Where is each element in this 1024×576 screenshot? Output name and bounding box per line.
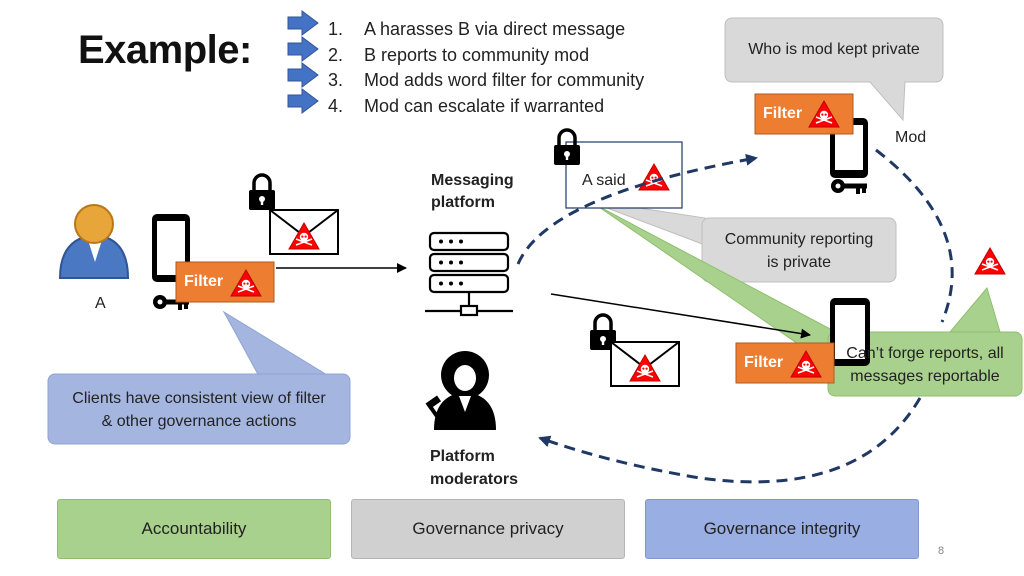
callout-line: Can’t forge reports, all: [846, 345, 1004, 362]
callout-consistent-view: [47, 310, 351, 445]
callout-cant-forge: [595, 204, 1023, 397]
server-icon: [425, 231, 513, 317]
callout-line: is private: [766, 254, 832, 271]
step-number: 1.: [328, 19, 344, 40]
mod-escalate-dash-top: [875, 148, 954, 323]
step-number: 2.: [328, 44, 344, 65]
filter-label: Filter: [184, 273, 224, 290]
message-arrow-to-b: [550, 293, 811, 339]
key-icon: [831, 179, 867, 194]
callout-line: & other governance actions: [101, 413, 297, 430]
step-text: Mod adds word filter for community: [364, 70, 645, 91]
a-said-label: A said: [582, 172, 626, 189]
step-text: Mod can escalate if warranted: [364, 95, 605, 116]
step-item: 3. Mod adds word filter for community: [328, 68, 644, 94]
report-box: [565, 141, 683, 209]
label-line: Messaging: [431, 172, 514, 189]
user-icon: [58, 204, 130, 279]
step-arrows: [287, 10, 319, 114]
slide-title: Example:: [78, 28, 252, 72]
arrow-right-icon: [287, 62, 319, 88]
callout-line: Community reporting: [724, 231, 874, 248]
escalate-to-platform-dash: [538, 397, 922, 484]
judge-icon: [425, 351, 496, 430]
callout-cant-forge-text: Can’t forge reports, all messages report…: [828, 342, 1022, 388]
step-item: 2. B reports to community mod: [328, 43, 644, 69]
label-line: platform: [431, 194, 495, 211]
step-number: 3.: [328, 70, 344, 91]
arrow-right-icon: [287, 88, 319, 114]
user-a-label: A: [95, 295, 106, 312]
step-item: 1. A harasses B via direct message: [328, 17, 644, 43]
callout-mod-private-text: Who is mod kept private: [748, 41, 920, 58]
page-number: 8: [938, 545, 945, 557]
label-line: moderators: [430, 471, 519, 488]
padlock-icon: [552, 128, 582, 167]
step-item: 4. Mod can escalate if warranted: [328, 94, 644, 120]
footer-governance-privacy: Governance privacy: [351, 499, 625, 559]
arrow-right-icon: [287, 36, 319, 62]
step-list: 1. A harasses B via direct message 2. B …: [328, 17, 644, 119]
filter-label: Filter: [744, 354, 784, 371]
mod-label: Mod: [895, 129, 927, 146]
footer-accountability: Accountability: [57, 499, 331, 559]
step-text: B reports to community mod: [364, 44, 590, 65]
label-line: Platform: [430, 448, 495, 465]
padlock-icon: [247, 173, 277, 212]
callout-reporting-private-text: Community reporting is private: [702, 228, 896, 274]
callout-mod-private: [724, 17, 944, 122]
messaging-platform-label: Messaging platform: [431, 170, 514, 214]
callout-line: Clients have consistent view of filter: [72, 390, 326, 407]
footer-governance-integrity: Governance integrity: [645, 499, 919, 559]
callout-line: messages reportable: [850, 368, 1000, 385]
callout-reporting-private: [585, 199, 897, 283]
callout-consistent-view-text: Clients have consistent view of filter &…: [48, 387, 350, 433]
step-text: A harasses B via direct message: [364, 19, 626, 40]
platform-moderators-label: Platform moderators: [430, 445, 518, 491]
arrow-right-icon: [287, 10, 319, 36]
phone-icon: [830, 298, 870, 366]
step-number: 4.: [328, 95, 344, 116]
filter-label: Filter: [763, 105, 803, 122]
warning-skull-icon: [974, 247, 1006, 275]
report-to-mod-dash: [516, 153, 758, 265]
